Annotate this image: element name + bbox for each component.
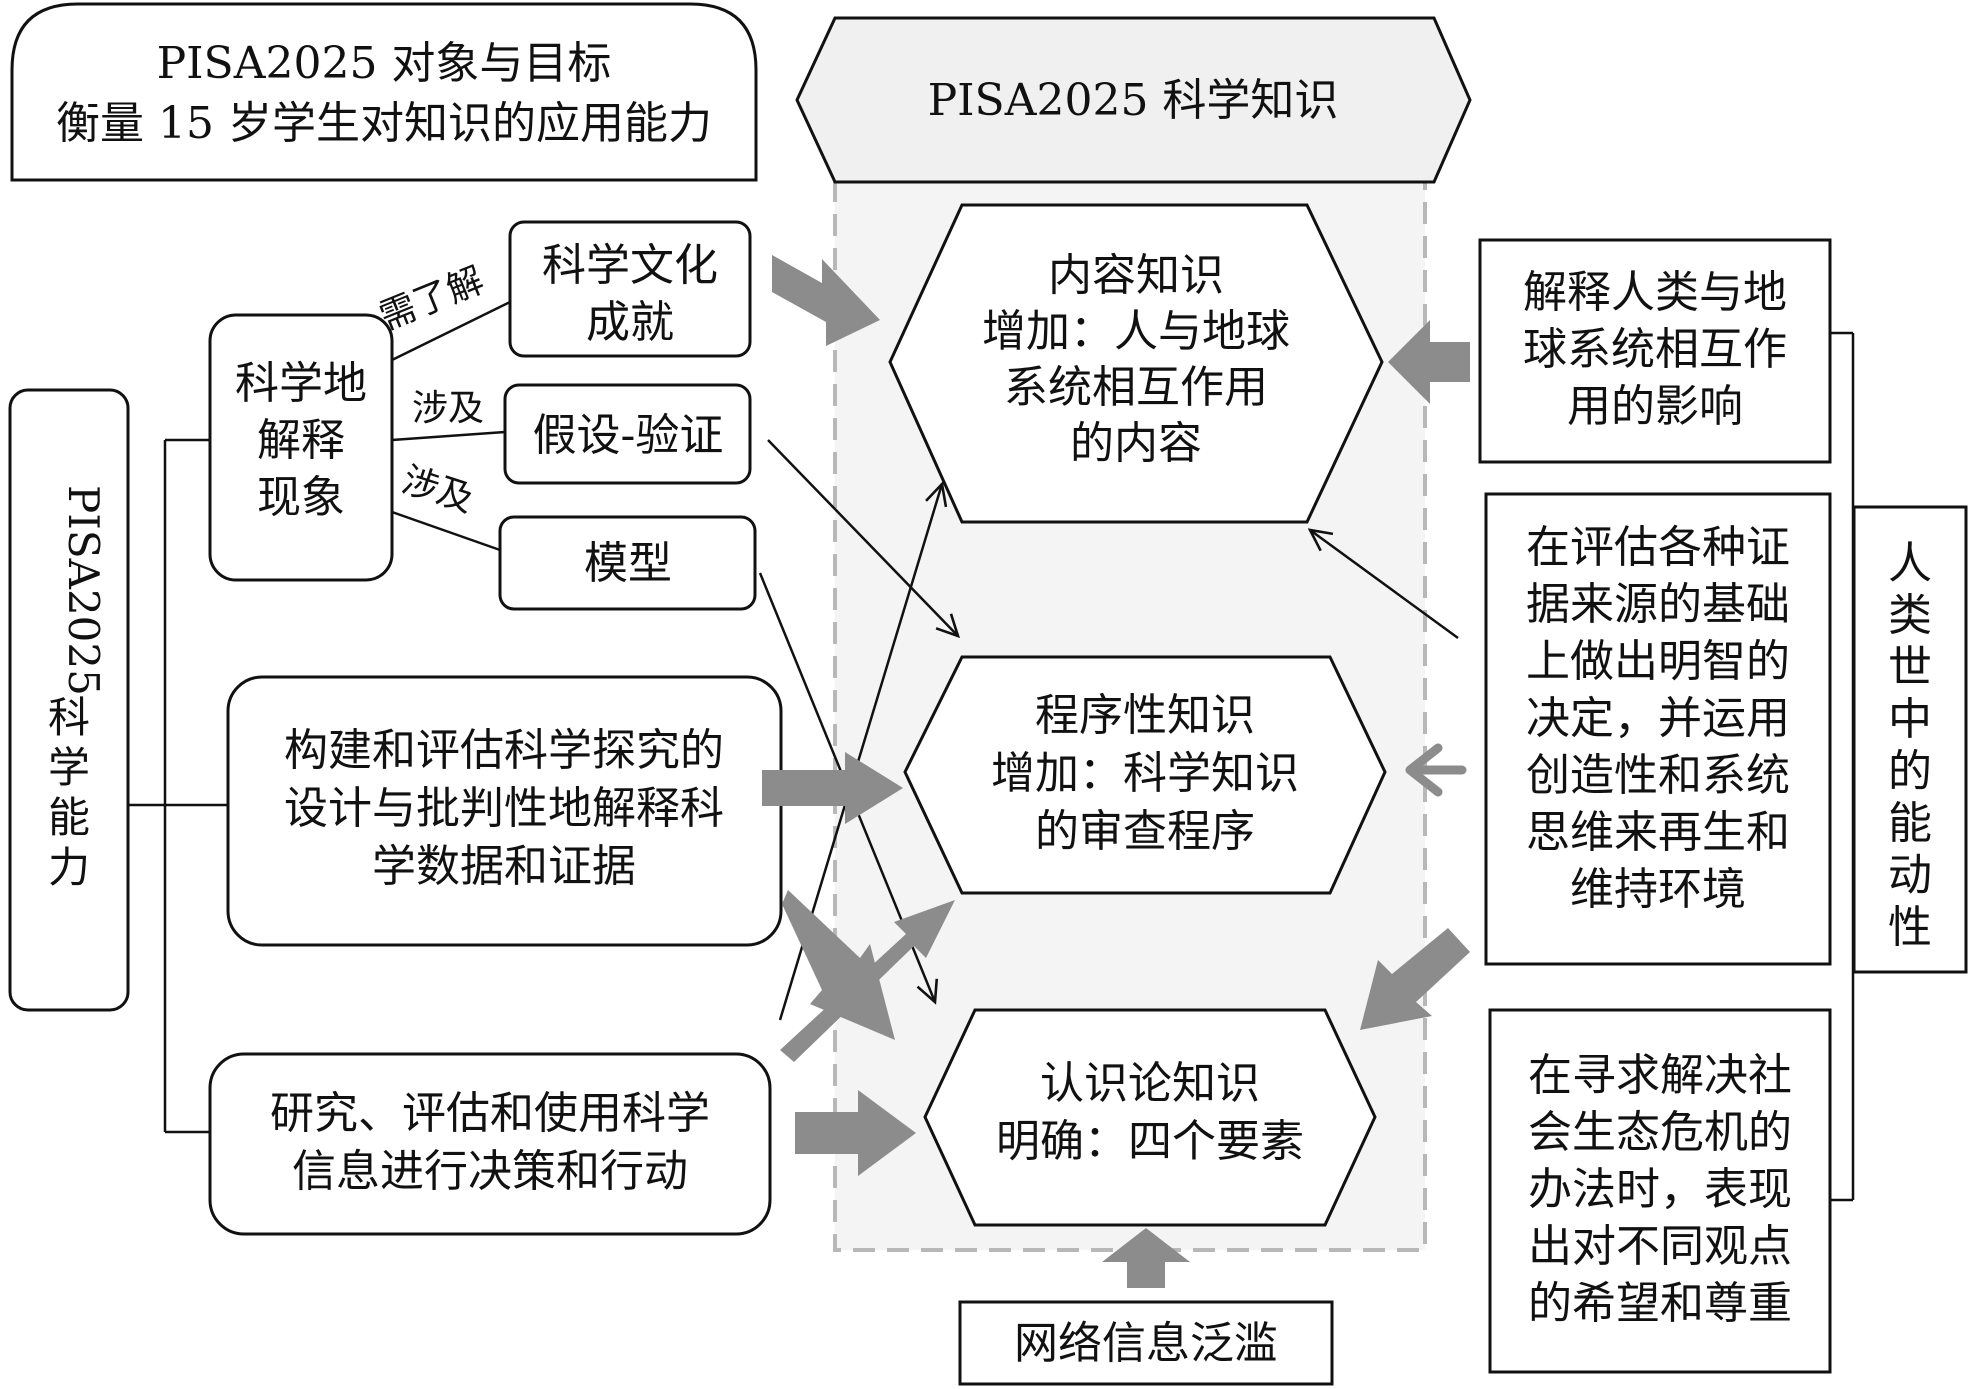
objective-line1: PISA2025 对象与目标	[157, 38, 612, 89]
objective-box	[10, 2, 758, 182]
content-knowledge-line: 系统相互作用	[1004, 362, 1268, 413]
competency-box	[8, 388, 130, 1012]
agency-label-char: 性	[1888, 902, 1932, 953]
agency-item-line: 决定，并运用	[1526, 693, 1790, 744]
agency-item-line: 球系统相互作	[1523, 324, 1787, 375]
hexagon-content-knowledge	[888, 203, 1384, 524]
info-overload-label: 网络信息泛滥	[1014, 1318, 1278, 1369]
agency-item-box	[1488, 1008, 1832, 1374]
arrow-hypothesis-to-procedural	[767, 439, 958, 636]
research-line: 研究、评估和使用科学	[270, 1088, 710, 1139]
competency-label-char: 科	[48, 693, 90, 742]
agency-item-line: 创造性和系统	[1526, 750, 1790, 801]
content-knowledge-line: 内容知识	[1048, 250, 1224, 301]
agency-label-box	[1852, 505, 1968, 974]
objective-line2: 衡量 15 岁学生对知识的应用能力	[56, 98, 712, 149]
competency-label-latin: PISA2025	[59, 485, 108, 696]
arrow-achievements-to-content	[772, 255, 880, 346]
construct-line: 构建和评估科学探究的	[284, 725, 724, 776]
branch-box-achievements	[508, 220, 752, 358]
agency-bracket	[1830, 331, 1855, 1202]
agency-label-char: 的	[1888, 746, 1932, 797]
agency-label-char: 动	[1888, 850, 1932, 901]
branch-box-hypothesis	[503, 383, 752, 485]
explain-line: 现象	[257, 472, 345, 523]
arrow-evidence-to-content	[1310, 530, 1459, 640]
epistemic-knowledge-line: 认识论知识	[1040, 1058, 1260, 1109]
agency-item-line: 的希望和尊重	[1528, 1278, 1792, 1329]
agency-item-line: 据来源的基础	[1526, 579, 1790, 630]
arrow-construct-to-epistemic	[782, 890, 895, 1040]
research-box	[208, 1052, 772, 1236]
agency-item-line: 解释人类与地	[1523, 267, 1787, 318]
construct-line: 学数据和证据	[372, 841, 636, 892]
competency-bracket	[128, 438, 228, 1134]
agency-item-line: 在评估各种证	[1526, 522, 1790, 573]
agency-label-char: 能	[1888, 798, 1932, 849]
procedural-knowledge-line: 程序性知识	[1035, 690, 1255, 741]
agency-item-box	[1484, 492, 1832, 966]
competency-label-char: 学	[48, 743, 90, 792]
agency-item-line: 出对不同观点	[1528, 1221, 1792, 1272]
agency-item-line: 会生态危机的	[1528, 1107, 1792, 1158]
hexagon-epistemic-knowledge	[923, 1008, 1377, 1227]
knowledge-header-hexagon	[795, 16, 1472, 184]
agency-item-box	[1478, 238, 1832, 464]
branch-link-label: 涉及	[412, 388, 484, 429]
agency-item-line: 维持环境	[1570, 864, 1746, 915]
agency-item-line: 办法时，表现	[1528, 1164, 1792, 1215]
knowledge-header: PISA2025 科学知识	[928, 75, 1339, 126]
content-knowledge-line: 增加：人与地球	[982, 306, 1290, 357]
explain-branches	[391, 300, 511, 552]
competency-label-char: 能	[48, 793, 90, 842]
branch-link-label: 涉及	[397, 460, 478, 521]
agency-label-char: 类	[1888, 590, 1932, 641]
explain-box	[208, 313, 394, 582]
research-line: 信息进行决策和行动	[292, 1146, 688, 1197]
arrow-research-to-epistemic	[795, 1090, 916, 1176]
hexagon-procedural-knowledge	[903, 655, 1387, 895]
procedural-knowledge-line: 增加：科学知识	[991, 748, 1299, 799]
arrow-research-to-procedural	[780, 900, 955, 1062]
arrow-construct-to-procedural	[762, 752, 903, 824]
branch-box-line: 科学文化	[542, 240, 718, 291]
agency-label-char: 人	[1888, 538, 1932, 589]
branch-box-line: 模型	[584, 538, 672, 589]
info-overload-box	[958, 1300, 1334, 1386]
explain-line: 解释	[257, 415, 345, 466]
agency-item-line: 思维来再生和	[1526, 807, 1790, 858]
procedural-knowledge-line: 的审查程序	[1035, 806, 1255, 857]
agency-item-line: 用的影响	[1567, 381, 1743, 432]
agency-label-char: 中	[1888, 694, 1932, 745]
agency-item-line: 在寻求解决社	[1528, 1050, 1792, 1101]
epistemic-knowledge-line: 明确：四个要素	[996, 1116, 1304, 1167]
competency-label-char: 力	[48, 843, 90, 892]
explain-line: 科学地	[235, 358, 367, 409]
content-knowledge-line: 的内容	[1070, 418, 1202, 469]
agency-item-line: 上做出明智的	[1526, 636, 1790, 687]
agency-label-char: 世	[1888, 642, 1932, 693]
arrow-info-to-epistemic	[1102, 1228, 1190, 1288]
construct-box	[226, 675, 783, 947]
construct-line: 设计与批判性地解释科	[284, 783, 724, 834]
arrow-agency3-to-epistemic	[1360, 928, 1470, 1030]
branch-box-model	[498, 515, 757, 611]
arrow-agency1-to-content	[1388, 320, 1470, 404]
arrow-agency2-to-procedural	[1405, 743, 1467, 797]
branch-box-line: 假设-验证	[533, 410, 724, 461]
branch-link-label: 需了解	[374, 260, 490, 338]
branch-box-line: 成就	[586, 297, 674, 348]
